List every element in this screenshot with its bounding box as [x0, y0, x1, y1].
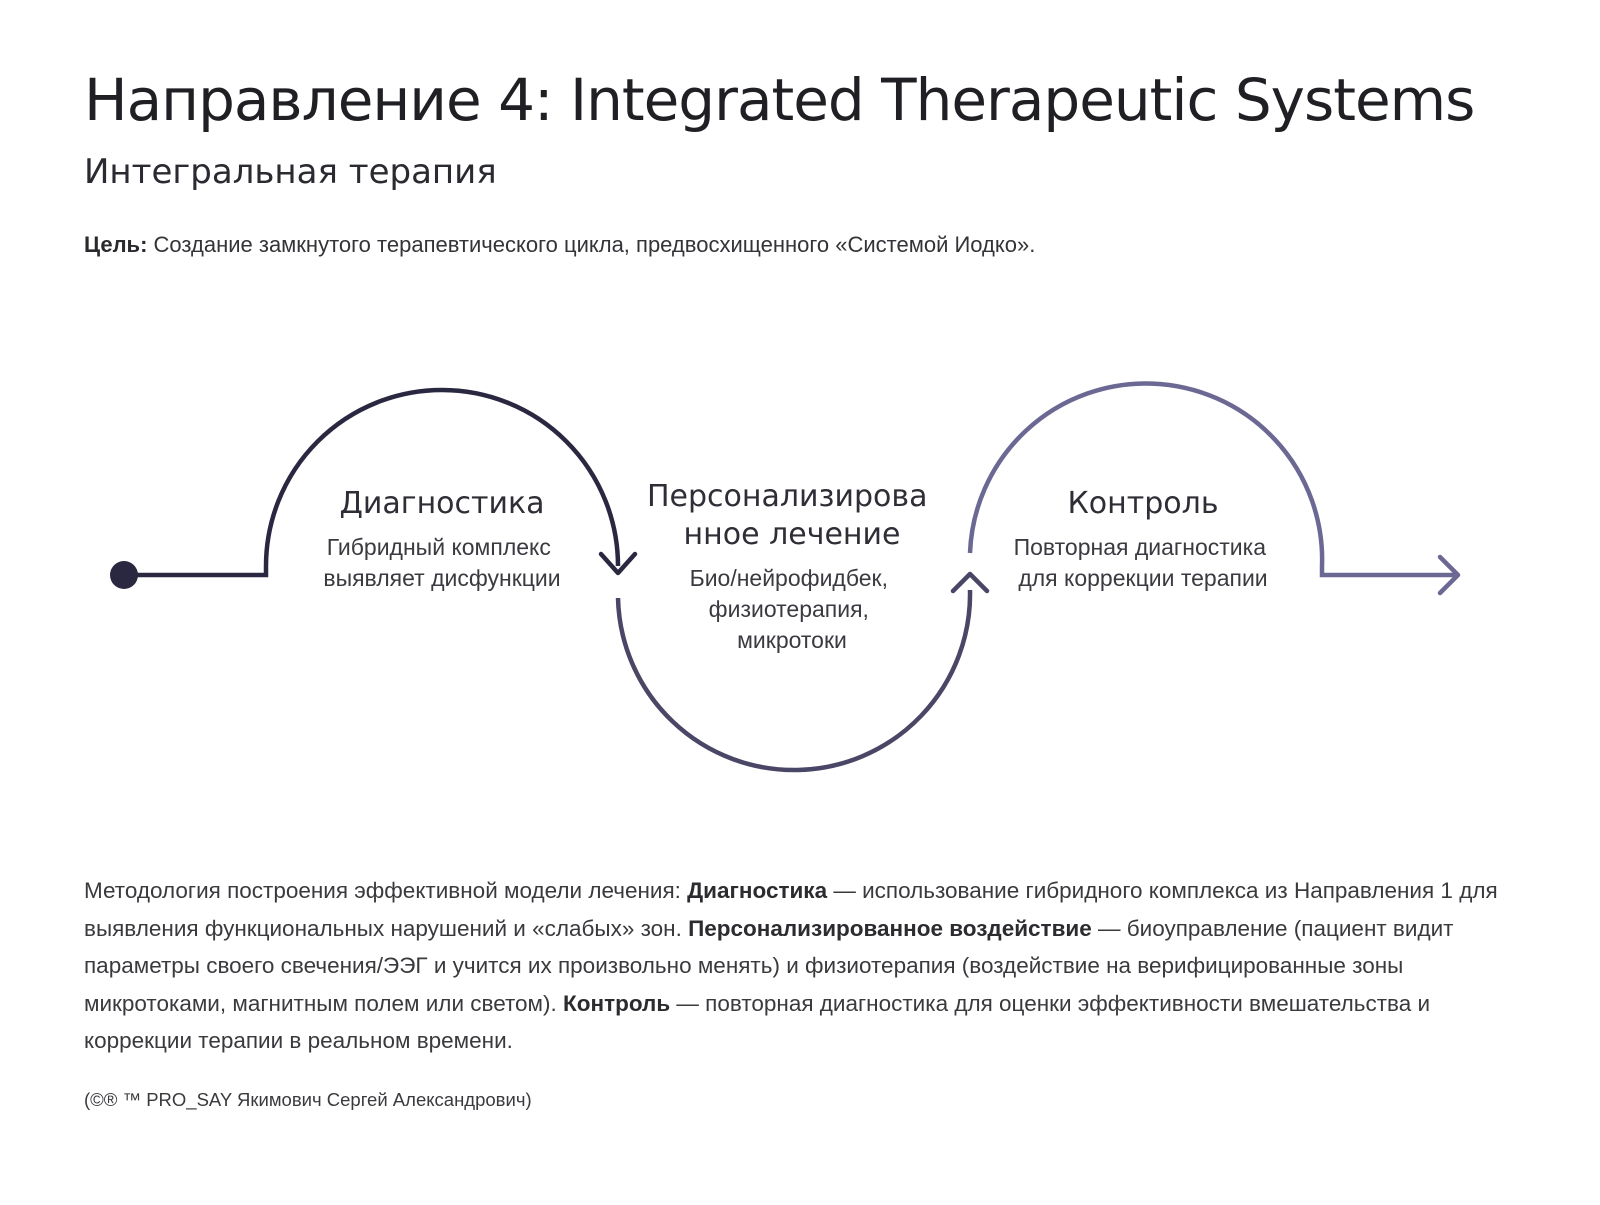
- methodology-text-control: — повторная диагностика для оценки эффек…: [84, 990, 1431, 1054]
- stage1-desc-line: Гибридный комплекс: [327, 534, 551, 560]
- stage2-description: Био/нейрофидбек, физиотерапия, микротоки: [690, 565, 895, 653]
- stage1-description: Гибридный комплекс выявляет дисфункции: [323, 534, 560, 591]
- stage3-description: Повторная диагностика для коррекции тера…: [1014, 534, 1273, 591]
- page-subtitle: Интегральная терапия: [84, 152, 497, 192]
- stage2-title: Персонализирова нное лечение: [647, 479, 937, 552]
- stage2-flow-line: [615, 589, 973, 773]
- stage2-desc-line: микротоки: [737, 627, 847, 653]
- stage2-title-line: Персонализирова: [647, 479, 928, 514]
- page-title: Направление 4: Integrated Therapeutic Sy…: [84, 66, 1475, 134]
- goal-line: Цель: Создание замкнутого терапевтическо…: [84, 232, 1035, 258]
- stage3-title: Контроль: [1068, 486, 1219, 521]
- stage1-desc-line: выявляет дисфункции: [323, 565, 560, 591]
- methodology-term-personalized: Персонализированное воздействие: [688, 915, 1092, 941]
- stage2-arrowhead: [950, 571, 990, 594]
- stage1-arrowhead: [598, 551, 638, 576]
- stage3-desc-line: для коррекции терапии: [1018, 565, 1267, 591]
- stage2-desc-line: Био/нейрофидбек,: [690, 565, 888, 591]
- methodology-term-diagnostics: Диагностика: [687, 878, 828, 903]
- copyright-notice: (©® ™ PRO_SAY Якимович Сергей Александро…: [84, 1089, 532, 1110]
- methodology-paragraph: Методология построения эффективной модел…: [84, 872, 1524, 1060]
- stage1-title: Диагностика: [339, 486, 544, 521]
- stage2-title-line: нное лечение: [684, 517, 901, 552]
- goal-text: Создание замкнутого терапевтического цик…: [147, 232, 1036, 257]
- methodology-text-personalized: — биоуправление (пациент видит параметры…: [84, 915, 1454, 1016]
- methodology-text-diagnostics: — использование гибридного комплекса из …: [84, 878, 1498, 941]
- goal-label: Цель:: [84, 232, 148, 257]
- methodology-intro: Методология построения эффективной модел…: [84, 878, 688, 903]
- stage3-desc-line: Повторная диагностика: [1014, 534, 1267, 560]
- stage3-flow-line: [967, 381, 1458, 578]
- stage1-flow-line: [124, 387, 621, 578]
- stage1-title-line: Диагностика: [339, 486, 544, 521]
- exit-arrowhead: [1437, 554, 1461, 596]
- stage2-desc-line: физиотерапия,: [709, 596, 869, 622]
- methodology-term-control: Контроль: [563, 990, 671, 1016]
- stage3-title-line: Контроль: [1068, 486, 1219, 521]
